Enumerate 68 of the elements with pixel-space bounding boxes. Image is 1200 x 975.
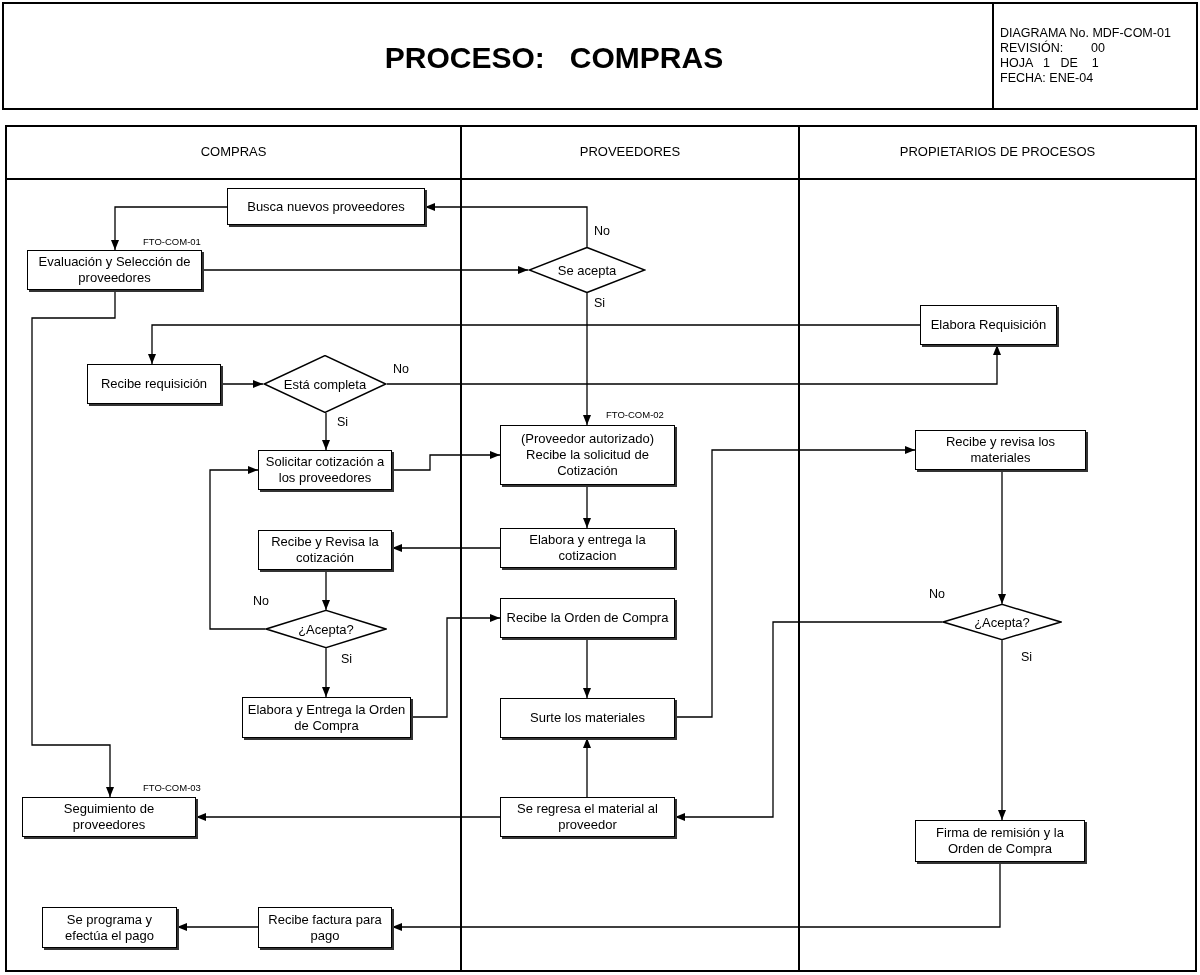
- edge-label: No: [392, 362, 410, 376]
- arrow: [321, 569, 331, 611]
- arrow: [674, 621, 943, 822]
- edge-label: Si: [593, 296, 607, 310]
- lane-title: COMPRAS: [199, 144, 268, 159]
- process-box: Se regresa el material al proveedor: [500, 797, 675, 837]
- process-box: Surte los materiales: [500, 698, 675, 738]
- process-box: (Proveedor autorizado) Recibe la solicitud de Cotización: [500, 425, 675, 485]
- arrow: [110, 206, 228, 251]
- process-box: Recibe la Orden de Compra: [500, 598, 675, 638]
- edge-label: Si: [336, 415, 350, 429]
- arrow: [997, 639, 1007, 821]
- edge-label: Si: [340, 652, 354, 666]
- arrow: [31, 289, 116, 798]
- arrow: [321, 412, 331, 451]
- process-box: Se programa y efectúa el pago: [42, 907, 177, 948]
- arrow: [391, 543, 501, 553]
- form-code: FTO-COM-02: [606, 409, 664, 420]
- diagram-title: PROCESO: COMPRAS: [383, 40, 725, 76]
- arrow: [582, 637, 592, 699]
- swimlane: [460, 125, 800, 972]
- arrow: [410, 613, 501, 718]
- arrow: [674, 445, 916, 718]
- edge-label: No: [593, 224, 611, 238]
- decision-diamond: Está completa: [263, 355, 387, 413]
- arrow: [391, 450, 501, 471]
- arrow: [582, 484, 592, 529]
- decision-diamond: Se acepta: [528, 247, 646, 293]
- info-text: HOJA 1 DE 1: [1000, 56, 1100, 71]
- arrow: [201, 265, 529, 275]
- process-box: Firma de remisión y la Orden de Compra: [915, 820, 1085, 862]
- edge-label: No: [928, 587, 946, 601]
- form-code: FTO-COM-03: [143, 782, 201, 793]
- swimlane: [5, 125, 462, 972]
- decision-diamond: ¿Acepta?: [265, 610, 387, 648]
- info-text: REVISIÓN: 00: [1000, 41, 1106, 56]
- form-code: FTO-COM-01: [143, 236, 201, 247]
- arrow: [997, 469, 1007, 605]
- info-text: DIAGRAMA No. MDF-COM-01: [1000, 26, 1171, 40]
- process-box: Seguimiento de proveedores: [22, 797, 196, 837]
- arrow: [147, 324, 921, 365]
- edge-label: No: [252, 594, 270, 608]
- process-box: Recibe y Revisa la cotización: [258, 530, 392, 570]
- arrow: [220, 379, 264, 389]
- arrow: [321, 647, 331, 698]
- lane-title: PROPIETARIOS DE PROCESOS: [898, 144, 1097, 159]
- process-box: Busca nuevos proveedores: [227, 188, 425, 225]
- arrow: [195, 812, 501, 822]
- arrow: [391, 861, 1001, 932]
- arrow: [424, 202, 588, 248]
- process-box: Recibe y revisa los materiales: [915, 430, 1086, 470]
- lane-title: PROVEEDORES: [578, 144, 682, 159]
- process-box: Solicitar cotización a los proveedores: [258, 450, 392, 490]
- swimlane: [798, 125, 1197, 972]
- process-box: Elabora y Entrega la Orden de Compra: [242, 697, 411, 738]
- arrow: [582, 292, 592, 426]
- arrow: [176, 922, 259, 932]
- process-box: Recibe factura para pago: [258, 907, 392, 948]
- process-box: Elabora Requisición: [920, 305, 1057, 345]
- process-box: Elabora y entrega la cotizacion: [500, 528, 675, 568]
- process-box: Recibe requisición: [87, 364, 221, 404]
- info-text: FECHA: ENE-04: [1000, 71, 1095, 86]
- edge-label: Si: [1020, 650, 1034, 664]
- arrow: [209, 465, 266, 630]
- arrow: [582, 737, 592, 798]
- process-box: Evaluación y Selección de proveedores: [27, 250, 202, 290]
- decision-diamond: ¿Acepta?: [942, 604, 1062, 640]
- arrow: [386, 344, 1002, 385]
